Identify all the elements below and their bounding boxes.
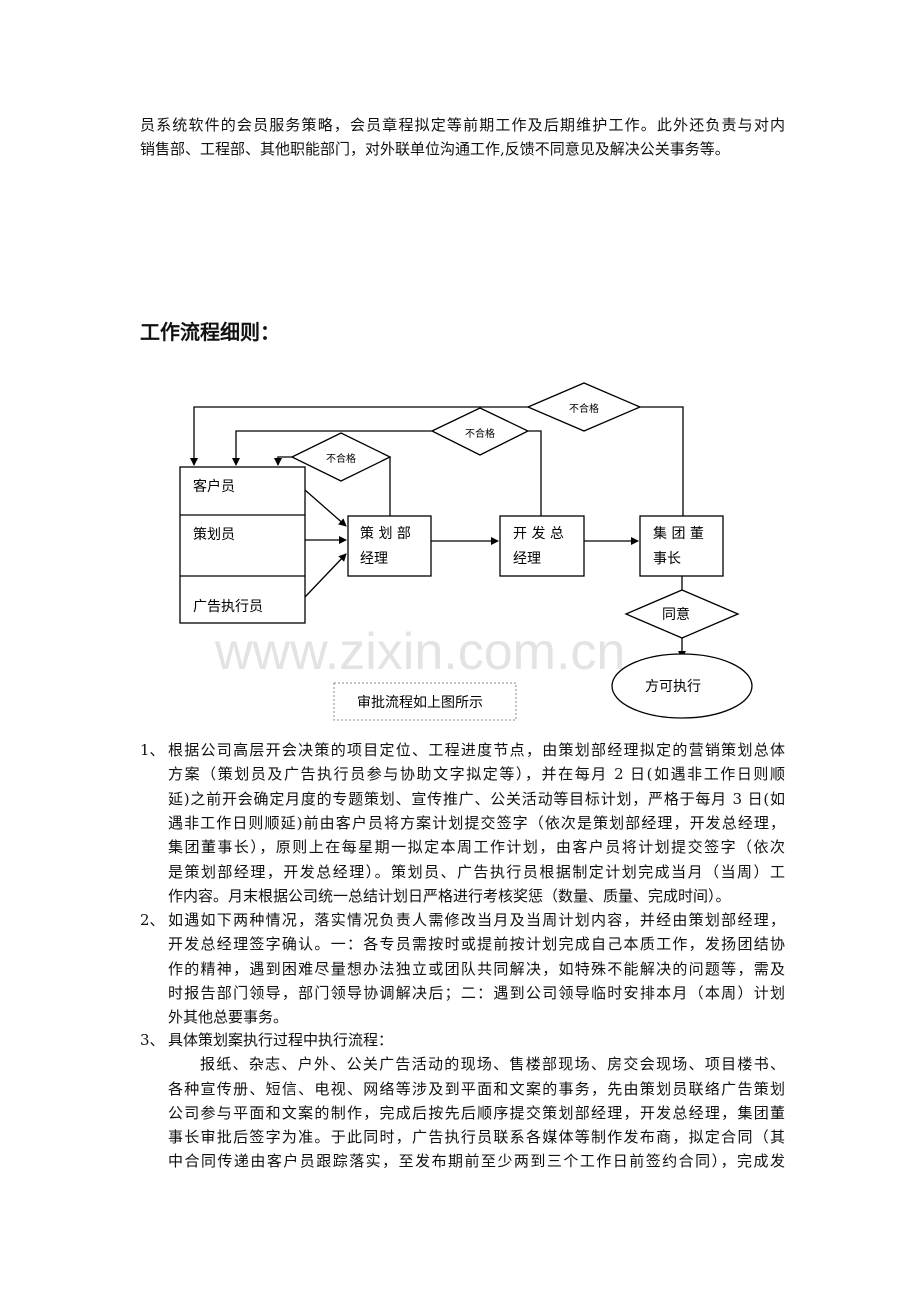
text-line: 作内容。月末根据公司统一总结计划日严格进行考核奖惩（数量、质量、完成时间）。 — [168, 886, 731, 905]
text-line: 员系统软件的会员服务策略，会员章程拟定等前期工作及后期维护工作。此外还负责与对内 — [140, 116, 785, 134]
agree-label: 同意 — [662, 606, 690, 623]
execute-ellipse — [611, 653, 753, 719]
text-line: 事长审批后签字为准。于此同时，广告执行员联系各媒体等制作发布商，拟定合同（其 — [168, 1128, 785, 1147]
reject-label-dev: 不合格 — [465, 427, 495, 440]
chairman-box — [639, 515, 724, 577]
text-line: 时报告部门领导，部门领导协调解决后；二：遇到公司领导临时安排本月（本周）计划 — [168, 983, 785, 1002]
reject-diamond-chairman — [526, 382, 642, 432]
caption: 审批流程如上图所示 — [357, 695, 483, 711]
text-line: 中合同传递由客户员跟踪落实，至发布期前至少两到三个工作日前签约合同），完成发 — [168, 1152, 785, 1171]
text-line: 销售部、工程部、其他职能部门，对外联单位沟通工作,反馈不同意见及解决公关事务等。 — [140, 140, 730, 159]
text-line: 集团董事长），原则上在每星期一拟定本周工作计划，由客户员将计划提交签字（依次 — [168, 838, 785, 857]
execute-label: 方可执行 — [645, 679, 701, 695]
text-line: 公司参与平面和文案的制作，完成后按先后顺序提交策划部经理，开发总经理，集团董 — [168, 1103, 785, 1122]
arrow-client-to-planning — [304, 489, 347, 527]
reject-label-planning: 不合格 — [326, 452, 356, 465]
role-planner: 策划员 — [193, 526, 235, 543]
chairman-line2: 事长 — [653, 551, 681, 567]
list-number: 2、 — [140, 911, 165, 929]
reject-label-chairman: 不合格 — [569, 402, 599, 415]
planning-manager-line2: 经理 — [360, 551, 388, 567]
reject-diamond-dev — [430, 407, 530, 456]
section-title: 工作流程细则： — [140, 320, 280, 344]
arrow-ad-to-planning — [304, 553, 347, 598]
text-line: 报纸、杂志、户外、公关广告活动的现场、售楼部现场、房交会现场、项目楼书、 — [200, 1055, 785, 1074]
approval-flowchart: 客户员 策划员 广告执行员 策 划 部 经理 开 发 总 经理 集 团 董 事长… — [179, 382, 753, 721]
roles-box — [179, 466, 306, 624]
caption-box — [333, 682, 517, 721]
reject-diamond-planning — [290, 432, 392, 482]
text-line: 作的精神，遇到困难尽量想办法独立或团队共同解决，如特殊不能解决的问题等，需及 — [168, 959, 785, 978]
dev-gm-box — [499, 515, 585, 577]
role-ad-executor: 广告执行员 — [193, 599, 263, 615]
text-line: 外其他总要事务。 — [168, 1008, 289, 1027]
list-number: 3、 — [140, 1031, 165, 1049]
dev-gm-line2: 经理 — [513, 551, 541, 567]
planning-manager-line1: 策 划 部 — [360, 525, 411, 542]
dev-gm-line1: 开 发 总 — [513, 526, 564, 542]
text-line: 具体策划案执行过程中执行流程： — [168, 1031, 394, 1049]
text-line: 各种宣传册、短信、电视、网络等涉及到平面和文案的事务，先由策划员联络广告策划 — [168, 1079, 785, 1098]
agree-diamond — [624, 589, 740, 639]
text-line: 延)之前开会确定月度的专题策划、宣传推广、公关活动等目标计划，严格于每月 3 日… — [168, 789, 785, 808]
text-line: 如遇如下两种情况，落实情况负责人需修改当月及当周计划内容，并经由策划部经理， — [168, 911, 785, 929]
text-line: 方案（策划员及广告执行员参与协助文字拟定等），并在每月 2 日(如遇非工作日则顺 — [168, 765, 785, 784]
planning-manager-box — [347, 515, 432, 577]
chairman-line1: 集 团 董 — [653, 525, 704, 542]
list-number: 1、 — [140, 741, 165, 759]
text-line: 是策划部经理，开发总经理）。策划员、广告执行员根据制定计划完成当月（当周）工 — [168, 862, 785, 881]
text-line: 根据公司高层开会决策的项目定位、工程进度节点，由策划部经理拟定的营销策划总体 — [168, 741, 785, 759]
role-client: 客户员 — [193, 478, 235, 495]
text-line: 遇非工作日则顺延)前由客户员将方案计划提交签字（依次是策划部经理，开发总经理， — [168, 813, 785, 832]
text-line: 开发总经理签字确认。一：各专员需按时或提前按计划完成自己本质工作，发扬团结协 — [168, 935, 785, 954]
